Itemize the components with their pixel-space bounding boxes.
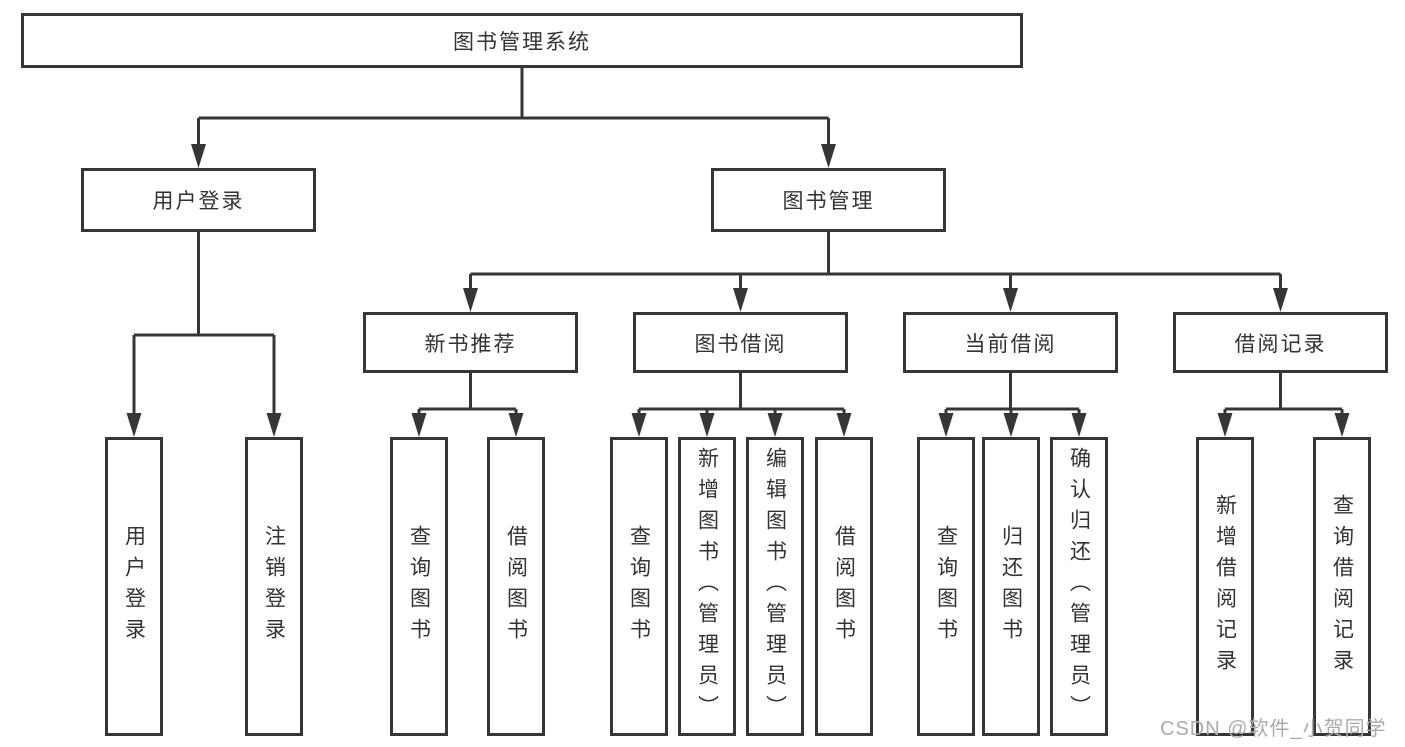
leaf-user-login: 用户登录 <box>105 437 163 736</box>
leaf-return-books: 归还图书 <box>982 437 1040 736</box>
leaf-logout: 注销登录 <box>245 437 303 736</box>
node-current-borrowing: 当前借阅 <box>903 312 1118 373</box>
node-book-borrowing: 图书借阅 <box>633 312 848 373</box>
leaf-query-borrow-record: 查询借阅记录 <box>1313 437 1371 736</box>
node-library-management-system: 图书管理系统 <box>21 13 1023 68</box>
watermark: CSDN @软件_小贺同学 <box>1160 718 1387 740</box>
node-book-management-branch: 图书管理 <box>711 168 946 232</box>
node-borrowing-records: 借阅记录 <box>1173 312 1388 373</box>
leaf-query-books-current: 查询图书 <box>917 437 975 736</box>
leaf-confirm-return-admin: 确认归还（管理员） <box>1050 437 1108 736</box>
leaf-query-books-recommend: 查询图书 <box>390 437 448 736</box>
leaf-add-borrow-record: 新增借阅记录 <box>1196 437 1254 736</box>
node-user-login-branch: 用户登录 <box>81 168 316 232</box>
arrowheads <box>126 144 1350 437</box>
node-new-book-recommendation: 新书推荐 <box>363 312 578 373</box>
leaf-borrow-books-recommend: 借阅图书 <box>487 437 545 736</box>
leaf-edit-books-admin: 编辑图书（管理员） <box>746 437 804 736</box>
leaf-borrow-books: 借阅图书 <box>815 437 873 736</box>
leaf-query-books-borrowing: 查询图书 <box>610 437 668 736</box>
leaf-add-books-admin: 新增图书（管理员） <box>678 437 736 736</box>
